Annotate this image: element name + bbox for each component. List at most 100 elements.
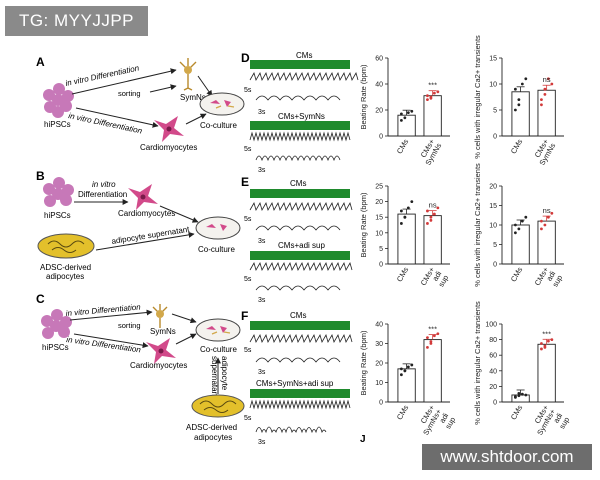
y-tick-label: 10 (489, 223, 497, 230)
data-point (429, 218, 433, 222)
panel-e-trace-top (249, 201, 353, 212)
data-point (406, 206, 410, 210)
panel-c-source: hiPSCs (42, 343, 69, 352)
panel-e-scale-time: 5s (244, 216, 252, 223)
y-tick-label: 5 (379, 246, 383, 253)
category-label: CMs+adisup (419, 265, 451, 295)
y-axis-label: % cells with irregular Ca2+ transients (473, 163, 482, 287)
arrow-a-sort (149, 84, 177, 93)
panel-a-source: hiPSCs (44, 120, 71, 129)
panel-b-arrow-top-2: Differentiation (78, 190, 127, 199)
cardiomyocyte-b-icon (128, 184, 158, 210)
panel-e-letter: E (241, 175, 249, 189)
data-point (524, 393, 528, 397)
panel-c-letter: C (36, 292, 45, 306)
panel-b-target: Co-culture (198, 245, 235, 254)
panel-c-arrow-bottom: in vitro Differentiation (66, 335, 142, 354)
significance-label: ns (543, 206, 551, 215)
cardiomyocyte-a-icon (154, 116, 184, 142)
arrow-c-top (69, 309, 153, 321)
significance-label: ns (429, 201, 437, 210)
y-axis-label: % cells with irregular Ca2+ transients (473, 35, 482, 159)
panel-f-trace-top-zoom (255, 357, 341, 363)
panel-f-green-strip-bottom (250, 389, 350, 398)
data-point (524, 215, 528, 219)
panel-a-target: Co-culture (200, 121, 237, 130)
panel-e-trace-top-zoom (255, 225, 341, 231)
category-label: CMs (395, 265, 411, 283)
data-point (520, 219, 524, 223)
category-label-line: CMs (395, 265, 411, 283)
cardiomyocyte-c-icon (146, 338, 176, 364)
y-tick-label: 25 (375, 184, 383, 191)
data-point (436, 90, 440, 94)
data-point (406, 365, 410, 369)
panel-d-trace-bottom-zoom (255, 155, 341, 162)
panel-e-green-strip-top (250, 189, 350, 198)
panel-d-scale-time2: 3s (258, 109, 266, 116)
category-label-line: adi (544, 269, 557, 282)
panel-c-supernatant-2: supernatant (210, 356, 219, 399)
y-tick-label: 20 (375, 108, 383, 115)
data-point (436, 332, 440, 336)
panel-a-letter: A (36, 55, 45, 69)
category-label: CMs+SymNs (530, 137, 557, 167)
panel-e-traces: E CMs 5s 3s CMs+adi sup 5s 3s (241, 175, 353, 304)
data-point (546, 77, 550, 81)
panel-e-trace-bottom-zoom (255, 285, 341, 291)
y-tick-label: 5 (493, 108, 497, 115)
panel-f-traces: F CMs 5s 3s CMs+SymNs+adi sup 5s 3s (241, 309, 353, 446)
panel-f-trace-bottom-label: CMs+SymNs+adi sup (256, 379, 334, 388)
bar (397, 213, 416, 265)
data-point (517, 103, 521, 107)
category-label: CMs+SymNs+adisup (414, 403, 457, 445)
data-point (432, 212, 436, 216)
significance-label: *** (542, 329, 551, 338)
category-label-line: CMs (509, 403, 525, 421)
panel-c-cardio: Cardiomyocytes (130, 361, 187, 370)
category-label: CMs (509, 403, 525, 421)
data-point (517, 392, 521, 395)
panel-a-neurons: SymNs (180, 93, 206, 102)
panel-f-scale-time-b: 5s (244, 415, 252, 422)
data-point (550, 82, 554, 86)
data-point (429, 342, 433, 345)
data-point (540, 219, 543, 223)
panel-b-supernatant: adipocyte supernatant (111, 225, 191, 246)
significance-label: *** (428, 81, 437, 90)
panel-f-trace-top-label: CMs (290, 311, 306, 320)
arrow-c-cardio-to-co (175, 333, 197, 345)
data-point (550, 211, 554, 215)
arrow-b-cardio-to-co (159, 205, 199, 223)
panel-f-scale-time: 5s (244, 347, 252, 354)
y-tick-label: 60 (375, 56, 383, 63)
data-point (436, 206, 440, 210)
category-label-line: CMs (395, 403, 411, 421)
panel-d-scale-time2-b: 3s (258, 167, 266, 174)
arrow-a-neuron-to-co (197, 75, 213, 97)
hipsc-cluster-c-icon (41, 309, 72, 339)
panel-b-adsc-1: ADSC-derived (40, 263, 91, 272)
panel-c-target: Co-culture (200, 345, 237, 354)
category-label: CMs (509, 265, 525, 283)
y-tick-label: 30 (375, 341, 383, 348)
panel-f-trace-bottom-zoom (255, 426, 327, 434)
data-point (426, 336, 429, 340)
dish-a-icon (199, 92, 245, 116)
panel-j-letter: J (360, 434, 366, 445)
panel-e-scale-time2: 3s (258, 238, 266, 245)
panel-f-scale-time2: 3s (258, 369, 266, 376)
data-point (403, 369, 407, 373)
data-point (399, 373, 403, 377)
y-tick-label: 10 (489, 82, 497, 89)
y-tick-label: 80 (489, 337, 497, 344)
category-label-line: CMs (509, 265, 525, 283)
panel-c-arrow-top: in vitro Differentiation (65, 302, 141, 318)
y-axis-label: Beating Rate (bpm) (359, 192, 368, 258)
category-label-line: CMs (509, 137, 525, 155)
data-point (429, 340, 433, 343)
dish-b-icon (195, 216, 241, 240)
panel-b-source: hiPSCs (44, 211, 71, 220)
